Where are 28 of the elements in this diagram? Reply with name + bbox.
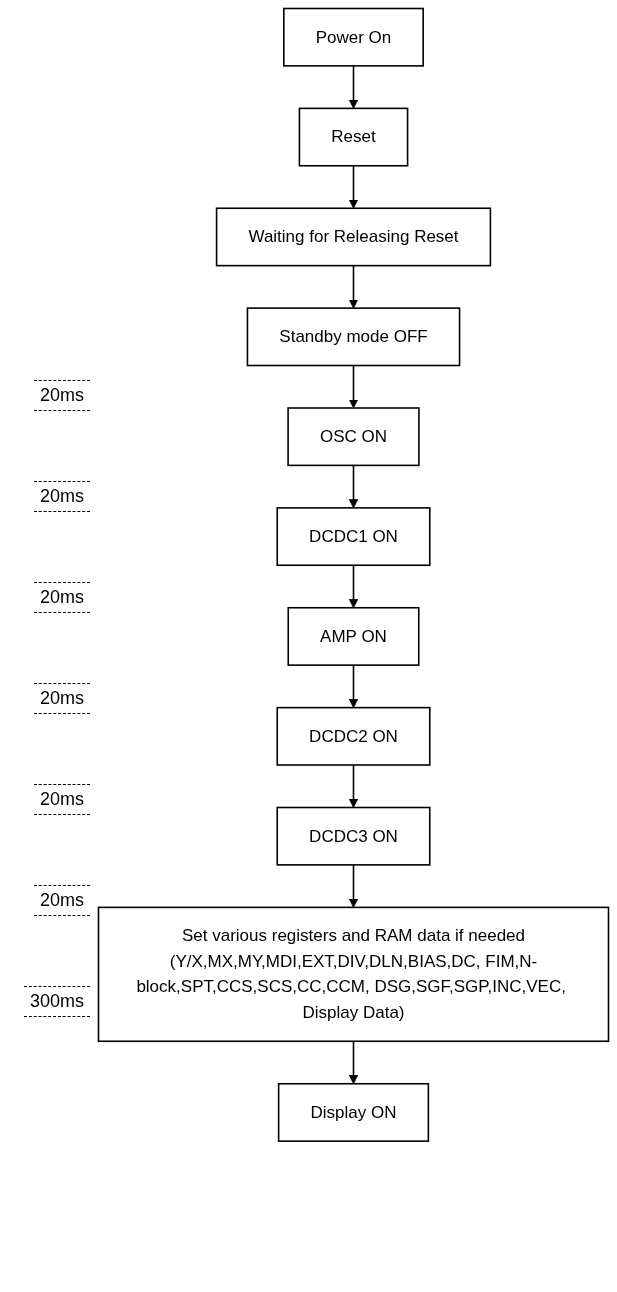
node-box: Waiting for Releasing Reset — [215, 207, 492, 267]
node-box: DCDC2 ON — [276, 706, 431, 766]
arrow — [348, 764, 359, 808]
arrow — [348, 65, 359, 109]
node-box: Set various registers and RAM data if needed (Y/X,MX,MY,MDI,EXT,DIV,DLN,BIAS,DC, FIM,N-block,SPT,CCS,SCS,CC,CCM, DSG,SGF,SGP,INC,VEC, Display Data) — [97, 906, 610, 1043]
arrow — [348, 1040, 359, 1085]
timing-label: 20ms — [34, 885, 90, 916]
timing-label: 20ms — [34, 481, 90, 512]
node-box: Display ON — [277, 1082, 430, 1142]
arrow — [348, 664, 359, 709]
node-box: Reset — [298, 107, 409, 167]
arrow — [348, 264, 359, 309]
timing-label: 20ms — [34, 784, 90, 815]
node-box: Power On — [283, 7, 424, 67]
arrow — [348, 164, 359, 209]
node-box: OSC ON — [287, 407, 420, 467]
timing-label: 20ms — [34, 683, 90, 714]
arrow — [348, 464, 359, 509]
node-box: Standby mode OFF — [246, 307, 461, 367]
arrow — [348, 864, 359, 908]
node-box: DCDC1 ON — [276, 507, 431, 567]
arrow — [348, 564, 359, 609]
timing-label: 20ms — [34, 380, 90, 411]
timing-label: 300ms — [23, 986, 90, 1017]
arrow — [348, 364, 359, 409]
node-box: DCDC3 ON — [276, 806, 431, 866]
timing-label: 20ms — [34, 582, 90, 613]
node-box: AMP ON — [287, 606, 420, 666]
